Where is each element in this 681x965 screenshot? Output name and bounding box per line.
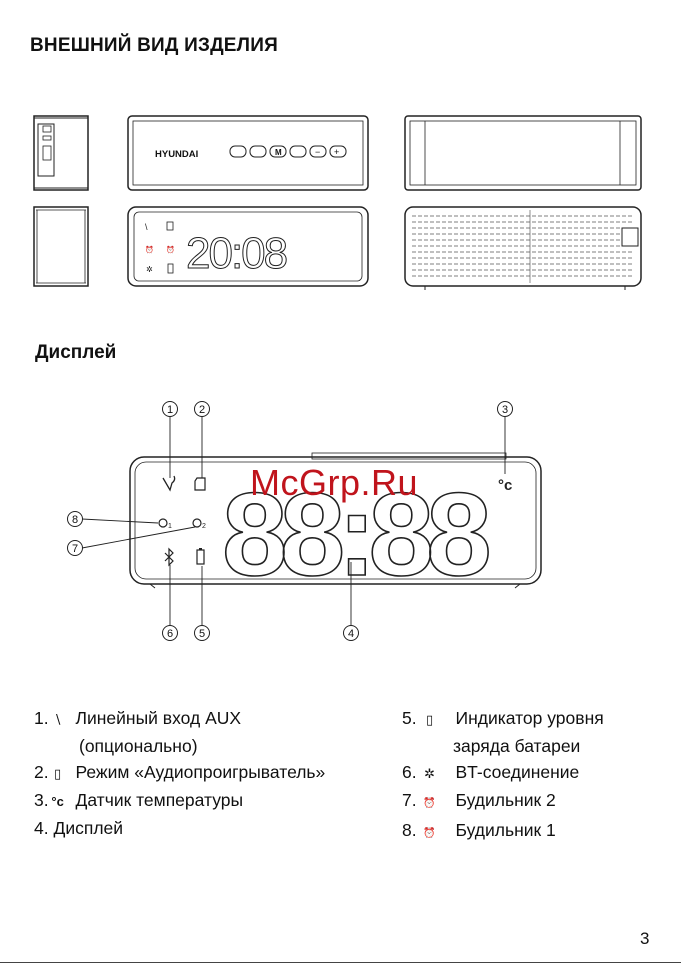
page-number: 3 (640, 929, 649, 949)
callout-4: 4 (348, 628, 354, 640)
alarm-1-icon: 2 (193, 519, 206, 530)
callout-8: 8 (72, 514, 78, 526)
bluetooth-icon (165, 549, 173, 565)
legend-item: 7.⏰ Будильник 2 (402, 787, 604, 817)
sd-card-icon: ▯ (49, 761, 67, 787)
callout-7: 7 (72, 543, 78, 555)
legend-item: (опционально) (34, 733, 325, 759)
alarm-1-icon: ⏰ (421, 791, 439, 817)
bluetooth-icon: ✲ (421, 761, 439, 787)
aux-icon: ∖ (49, 707, 67, 733)
display-diagram: °c 1 2 88:88 1 2 3 (0, 390, 681, 655)
legend-left: 1.∖ Линейный вход AUX (опционально) 2.▯ … (34, 705, 325, 841)
legend-item: заряда батареи (402, 733, 604, 759)
top-view: HYUNDAI M − + (128, 116, 368, 190)
front-view: \ ⏰ ⏰ ✲ 20:08 (128, 207, 368, 286)
svg-text:2: 2 (202, 523, 206, 530)
legend-item: 6.✲ BT-соединение (402, 759, 604, 787)
callout-1: 1 (167, 404, 173, 416)
display-section-title: Дисплей (35, 342, 116, 364)
legend-right: 5.▯ Индикатор уровня заряда батареи 6.✲ … (402, 705, 604, 847)
legend-item: 2.▯ Режим «Аудиопроигрыватель» (34, 759, 325, 787)
svg-text:−: − (315, 147, 320, 157)
watermark: McGrp.Ru (250, 462, 418, 504)
callout-6: 6 (167, 628, 173, 640)
svg-text:1: 1 (168, 523, 172, 530)
svg-text:°c: °c (498, 477, 512, 494)
legend-item: 4. Дисплей (34, 815, 325, 841)
side-view-back (34, 207, 88, 286)
svg-text:+: + (334, 147, 339, 157)
celsius-icon: °c (498, 477, 512, 494)
product-views-illustration: HYUNDAI M − + \ ⏰ ⏰ ✲ 20:08 (0, 0, 681, 320)
rear-grille-view (405, 207, 641, 290)
celsius-icon: °c (49, 789, 67, 815)
legend-item: 8.⏰ Будильник 1 (402, 817, 604, 847)
svg-text:⏰: ⏰ (145, 245, 154, 254)
side-view-front (34, 116, 88, 190)
alarm-2-icon: ⏰ (421, 821, 439, 847)
battery-icon: ▯ (421, 707, 439, 733)
legend-item: 3.°c Датчик температуры (34, 787, 325, 815)
legend-item: 5.▯ Индикатор уровня (402, 705, 604, 733)
bottom-rule (0, 962, 681, 963)
small-clock-digits: 20:08 (186, 229, 287, 278)
legend-item: 1.∖ Линейный вход AUX (34, 705, 325, 733)
alarm-2-icon: 1 (159, 519, 172, 530)
svg-text:✲: ✲ (146, 265, 153, 274)
callout-5: 5 (199, 628, 205, 640)
aux-icon (163, 476, 175, 490)
callout-3: 3 (502, 404, 508, 416)
svg-text:M: M (275, 148, 282, 157)
brand-label: HYUNDAI (155, 149, 198, 160)
battery-icon (197, 548, 204, 564)
svg-text:\: \ (145, 222, 148, 232)
callout-2: 2 (199, 404, 205, 416)
svg-text:⏰: ⏰ (166, 245, 175, 254)
sd-card-icon (195, 478, 205, 490)
rear-top-view (405, 116, 641, 190)
